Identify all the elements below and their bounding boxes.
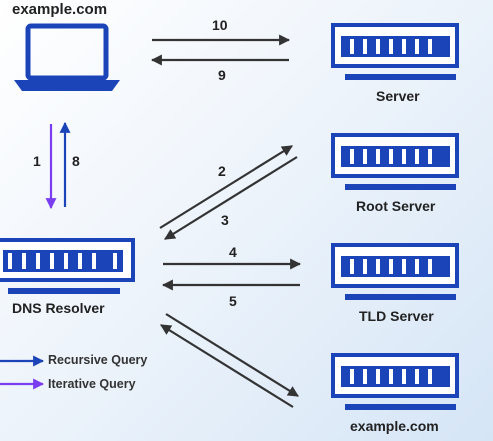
step-10-label: 10 — [212, 17, 228, 33]
server-icon — [331, 23, 459, 80]
legend-recursive-label: Recursive Query — [48, 353, 148, 367]
step-5-label: 5 — [229, 293, 237, 309]
dns-resolver-icon — [0, 238, 135, 294]
step-1-label: 1 — [33, 153, 41, 169]
step-4-label: 4 — [229, 244, 237, 260]
root-server-label: Root Server — [356, 198, 436, 214]
tld-server-label: TLD Server — [359, 308, 434, 324]
authoritative-server-icon — [331, 353, 459, 410]
step-3-label: 3 — [221, 212, 229, 228]
step-9-label: 9 — [218, 67, 226, 83]
step-8-label: 8 — [72, 153, 80, 169]
dns-resolver-label: DNS Resolver — [12, 300, 105, 316]
arrow-from-authoritative — [160, 324, 294, 408]
tld-server-icon — [331, 243, 459, 300]
authoritative-server-label: example.com — [350, 418, 439, 434]
laptop-icon — [14, 23, 120, 91]
arrow-to-authoritative — [165, 313, 299, 397]
arrow-step-3 — [164, 156, 298, 240]
root-server-icon — [331, 133, 459, 190]
arrow-step-2 — [159, 145, 293, 229]
step-2-label: 2 — [218, 163, 226, 179]
server-label: Server — [376, 88, 420, 104]
client-label: example.com — [12, 1, 108, 18]
legend-iterative-label: Iterative Query — [48, 377, 136, 391]
